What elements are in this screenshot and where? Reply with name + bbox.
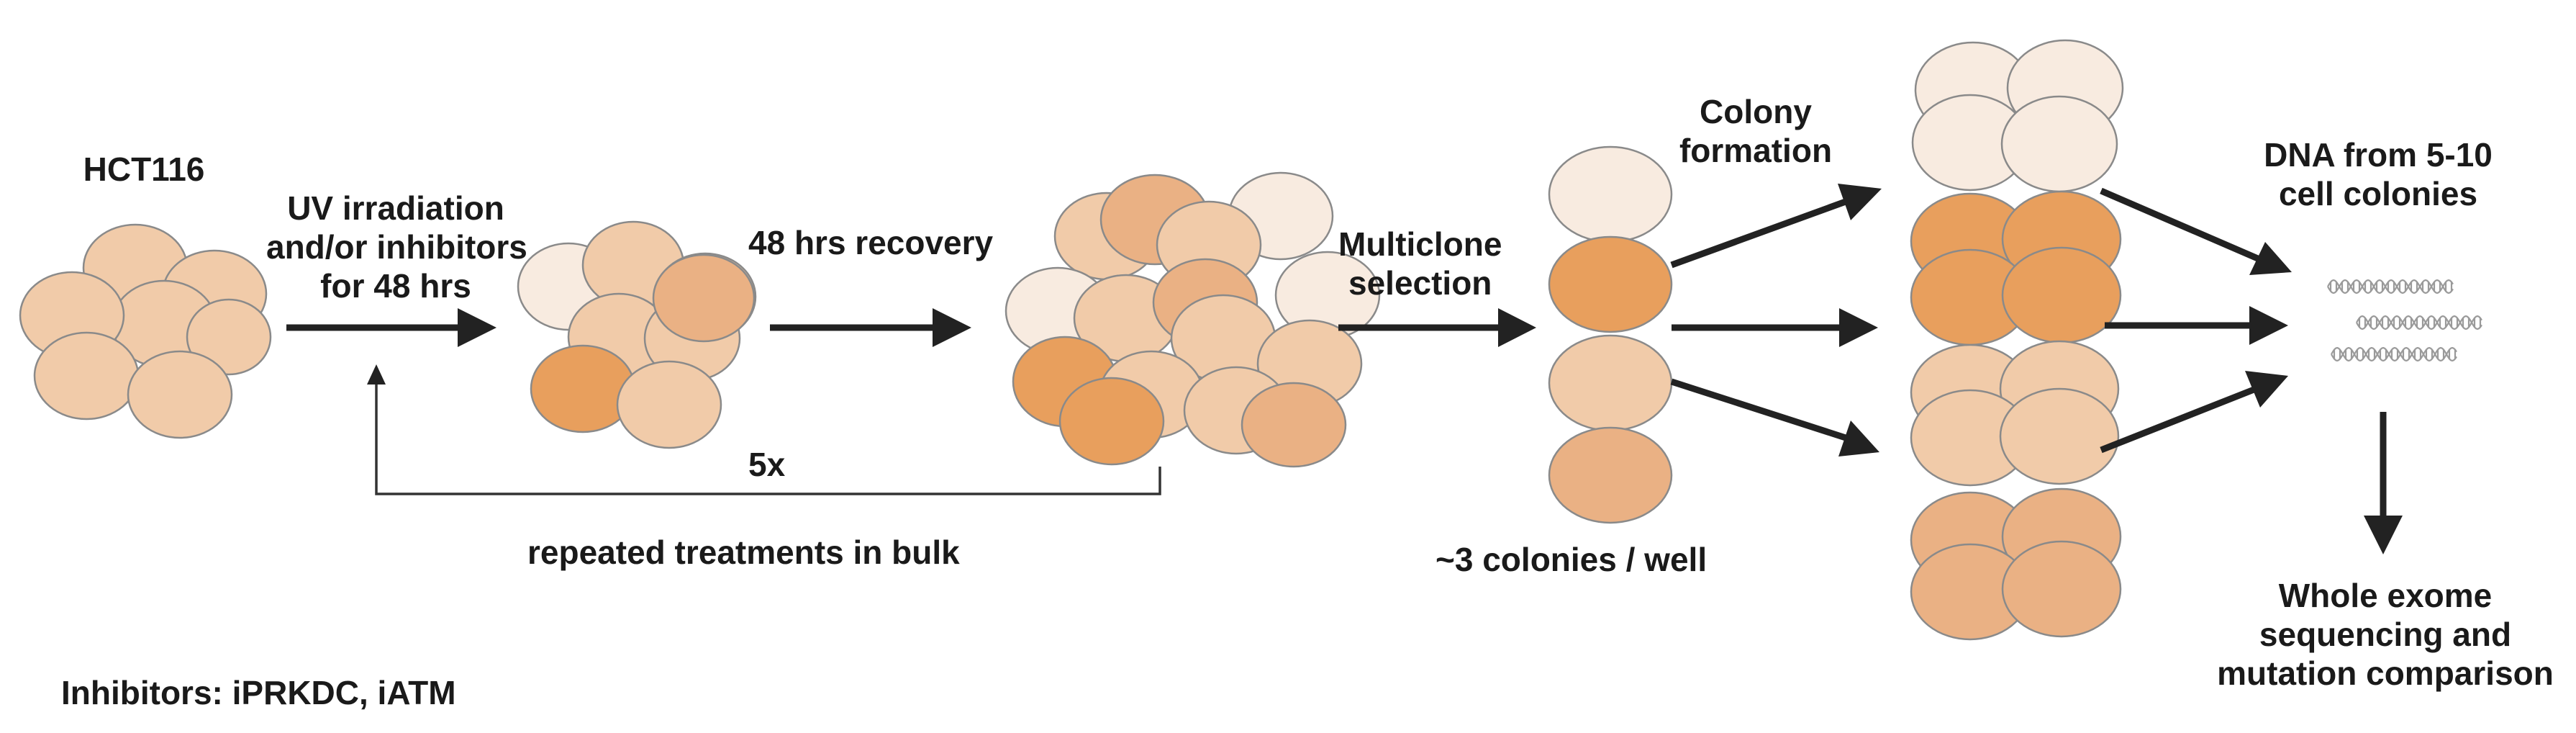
recovered-cell-cluster xyxy=(1004,171,1381,468)
treated-cell-cluster xyxy=(517,220,757,449)
colony-light xyxy=(1910,340,2120,487)
treatment-line-3: for 48 hrs xyxy=(320,267,471,305)
inhibitors-label: Inhibitors: iPRKDC, iATM xyxy=(61,674,456,711)
recovery-arrow xyxy=(770,308,971,347)
sequencing-line-3: mutation comparison xyxy=(2217,655,2554,692)
treatment-label: UV irradiation and/or inhibitors for 48 … xyxy=(266,189,527,305)
hct116-label: HCT116 xyxy=(83,150,205,188)
colonies-per-well-label: ~3 colonies / well xyxy=(1436,541,1707,578)
colony-dark xyxy=(1910,190,2122,346)
treatment-arrow xyxy=(286,308,496,347)
multiclone-label: Multiclone selection xyxy=(1338,225,1502,302)
sequencing-label: Whole exome sequencing and mutation comp… xyxy=(2209,576,2562,693)
colony-formation-line-2: formation xyxy=(1679,132,1833,169)
treatment-line-2: and/or inhibitors xyxy=(266,228,527,266)
multiclone-arrow xyxy=(1338,308,1536,347)
treatment-line-1: UV irradiation xyxy=(287,189,504,227)
dna-arrow-down xyxy=(2100,371,2288,454)
repeat-note-label: repeated treatments in bulk xyxy=(527,534,960,571)
colony-formation-arrow-up xyxy=(1670,184,1882,269)
dna-strands-icon xyxy=(2327,279,2482,362)
colony-formation-line-1: Colony xyxy=(1700,93,1812,130)
recovery-label: 48 hrs recovery xyxy=(748,224,994,261)
repeat-count-label: 5x xyxy=(748,446,786,483)
sequencing-line-1: Whole exome xyxy=(2278,577,2493,614)
multiclone-line-1: Multiclone xyxy=(1338,225,1502,263)
colony-very-light xyxy=(1911,39,2124,193)
multiclone-line-2: selection xyxy=(1348,264,1492,302)
repeat-loop-arrow xyxy=(367,364,1161,495)
colony-formation-arrow-middle xyxy=(1672,308,1878,347)
sequencing-arrow xyxy=(2364,412,2403,554)
dna-arrow-middle xyxy=(2105,306,2288,345)
colony-formation-label: Colony formation xyxy=(1648,92,1864,170)
single-clones-column xyxy=(1548,145,1673,524)
dna-line-1: DNA from 5-10 xyxy=(2264,136,2493,174)
sequencing-line-2: sequencing and xyxy=(2259,616,2512,653)
colony-formation-arrow-down xyxy=(1670,378,1879,457)
dna-arrow-up xyxy=(2100,187,2292,275)
dna-label: DNA from 5-10 cell colonies xyxy=(2234,135,2522,213)
hct116-cell-cluster xyxy=(19,223,272,439)
colony-medium xyxy=(1910,487,2122,641)
dna-line-2: cell colonies xyxy=(2278,175,2478,212)
